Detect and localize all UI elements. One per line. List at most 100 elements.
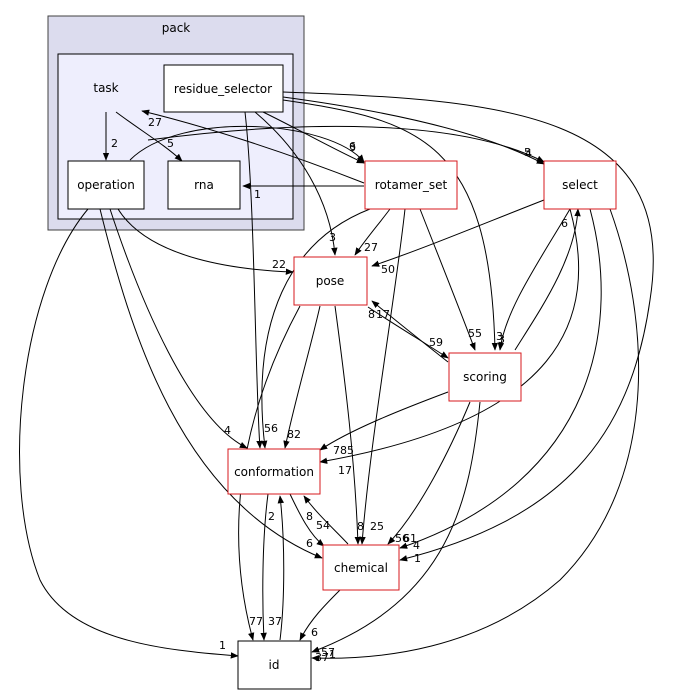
edge-pose-chemical [334, 305, 361, 545]
edge-residue-selector-scoring [282, 99, 499, 351]
node-scoring-label: scoring [463, 370, 507, 384]
edge-operation-pose [117, 208, 294, 275]
label-conformation-id-b: 37 [315, 651, 329, 664]
label-chemical-id: 6 [311, 626, 318, 639]
label-residue-selector-id: 1 [329, 648, 336, 661]
node-rna-label: rna [194, 178, 214, 192]
node-conformation-label: conformation [234, 465, 314, 479]
edge-scoring-pose [371, 300, 449, 363]
edge-operation-chemical [99, 208, 323, 559]
edge-residue-selector-chemical [282, 91, 654, 562]
label-residue-selector-pose: 3 [329, 231, 336, 244]
label-scoring-select: 6 [561, 217, 568, 230]
edge-residue-selector-pose [254, 111, 338, 256]
label-pose-scoring: 59 [429, 336, 443, 349]
node-chemical[interactable]: chemical [322, 544, 400, 591]
label-residue-selector-conformation: 5 [264, 422, 271, 435]
edge-scoring-id [311, 401, 481, 653]
label-operation-rotamer-set: 3 [349, 141, 356, 154]
node-rotamer-set[interactable]: rotamer_set [364, 160, 458, 210]
node-select[interactable]: select [543, 160, 617, 210]
edge-rotamer-set-scoring [419, 208, 476, 351]
label-operation-chemical: 6 [306, 537, 313, 550]
edge-pose-scoring [367, 306, 449, 359]
edge-operation-rotamer-set [129, 125, 365, 163]
edge-scoring-conformation [319, 391, 449, 451]
label-select-id: 1 [414, 552, 421, 565]
edge-rotamer-set-pose [354, 208, 391, 256]
edge-labels: 2 5 27 6 3 5 4 1 22 3 27 50 8 17 59 55 3… [111, 116, 568, 664]
node-rotamer-set-label: rotamer_set [375, 178, 448, 192]
label-select-pose: 50 [381, 263, 395, 276]
node-operation[interactable]: operation [67, 160, 145, 210]
label-task-rna: 5 [167, 137, 174, 150]
edges [19, 91, 654, 662]
label-pose-scoring-b: 17 [376, 308, 390, 321]
edge-scoring-chemical [387, 401, 471, 545]
node-conformation[interactable]: conformation [227, 448, 321, 495]
label-scoring-id: 57 [321, 646, 335, 659]
edge-task-rna [115, 111, 183, 162]
label-operation-conformation: 4 [224, 424, 231, 437]
label-rotamer-set-scoring: 55 [468, 327, 482, 340]
edge-pose-conformation [283, 305, 321, 449]
label-conformation-chemical: 54 [316, 519, 330, 532]
edge-conformation-chemical [289, 493, 325, 547]
label-rotamer-set-conformation: 6 [271, 422, 278, 435]
label-rotamer-set-rna: 1 [254, 188, 261, 201]
label-rotamer-set-chemical: 25 [370, 520, 384, 533]
edge-operation-id [19, 208, 239, 659]
edge-select-scoring [497, 208, 571, 351]
task-cluster-label: task [93, 81, 118, 95]
edge-chemical-id [299, 589, 341, 641]
label-residue-selector-chemical: 4 [413, 539, 420, 552]
node-id[interactable]: id [237, 640, 312, 690]
pack-cluster-label: pack [162, 21, 191, 35]
edge-rotamer-set-task [141, 109, 365, 184]
label-pose-chemical: 8 [357, 520, 364, 533]
node-chemical-label: chemical [334, 561, 388, 575]
edge-scoring-select [514, 208, 581, 351]
edge-select-chemical [399, 208, 602, 549]
node-scoring[interactable]: scoring [448, 352, 522, 402]
label-rotamer-set-task: 27 [148, 116, 162, 129]
label-conformation-id: 77 [249, 615, 263, 628]
label-task-operation: 2 [111, 137, 118, 150]
label-pose-conformation: 82 [287, 428, 301, 441]
node-pose[interactable]: pose [293, 256, 368, 306]
edge-operation-select [147, 125, 545, 163]
label-operation-pose: 22 [272, 258, 286, 271]
node-operation-label: operation [77, 178, 135, 192]
node-rna[interactable]: rna [167, 160, 241, 210]
label-scoring-conformation: 7 [333, 444, 340, 457]
label-pose-id: 37 [268, 615, 282, 628]
edge-id-conformation [277, 495, 285, 641]
node-pose-label: pose [316, 274, 345, 288]
label-select-scoring: 3 [498, 333, 505, 346]
label-select-chemical: 61 [403, 532, 417, 545]
edge-residue-selector-select [282, 96, 545, 165]
label-scoring-chemical: 56 [395, 532, 409, 545]
label-residue-selector-rotamer-set: 6 [349, 140, 356, 153]
node-residue-selector[interactable]: residue_selector [163, 64, 284, 113]
node-residue-selector-label: residue_selector [174, 82, 272, 96]
label-residue-selector-select: 5 [524, 146, 531, 159]
label-residue-selector-scoring: 3 [496, 330, 503, 343]
label-operation-id: 1 [219, 639, 226, 652]
edge-chemical-conformation [303, 495, 349, 545]
edge-pose-id [238, 305, 301, 641]
node-id-label: id [269, 658, 280, 672]
label-rotamer-set-pose: 27 [364, 241, 378, 254]
label-id-conformation: 2 [268, 510, 275, 523]
edge-select-pose [371, 199, 545, 267]
node-select-label: select [562, 178, 598, 192]
edge-rotamer-set-conformation [260, 208, 371, 449]
edge-residue-selector-conformation [244, 111, 263, 449]
label-scoring-pose: 8 [368, 308, 375, 321]
edge-operation-conformation [109, 208, 248, 449]
label-select-conformation: 85 [340, 444, 354, 457]
edge-rotamer-set-chemical [359, 208, 406, 545]
label-chemical-conformation-b: 17 [338, 464, 352, 477]
edge-residue-selector-rotamer-set [262, 111, 365, 164]
